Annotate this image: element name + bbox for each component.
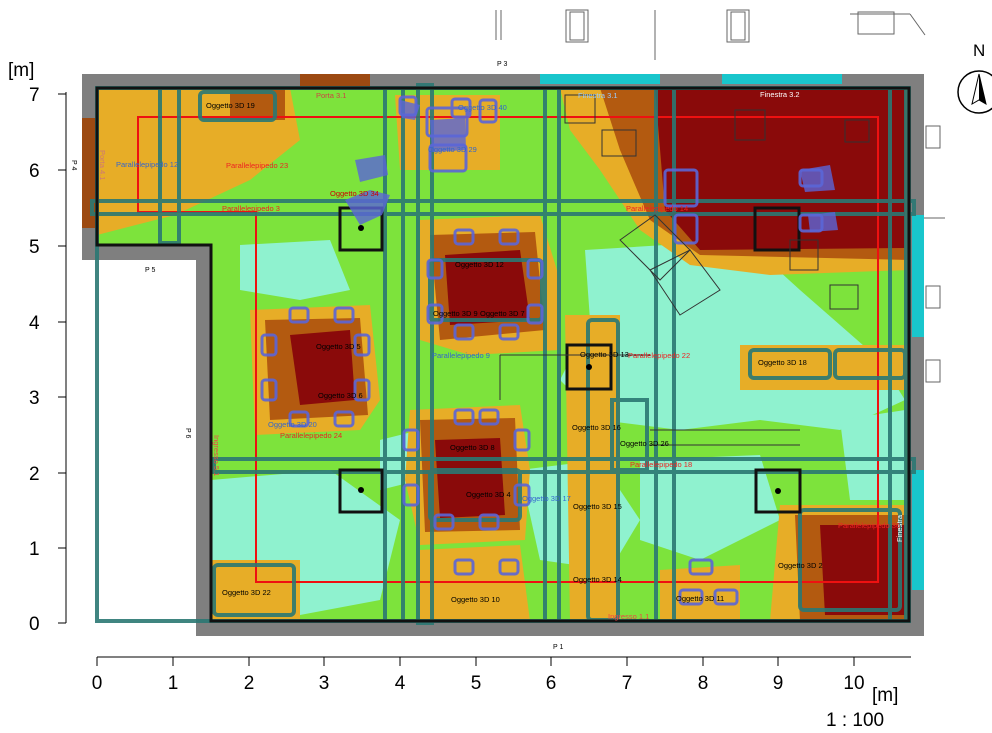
x-tick-label: 8 bbox=[698, 673, 709, 694]
x-tick-label: 1 bbox=[168, 673, 179, 694]
object-label: Oggetto 3D 13 bbox=[580, 350, 629, 359]
y-tick-label: 4 bbox=[29, 313, 40, 334]
opening-finestra-3-1: Finestra 3.1 bbox=[578, 91, 618, 100]
box-label: Parallelepipedo 24 bbox=[280, 431, 342, 440]
object-label: Oggetto 3D 34 bbox=[330, 189, 379, 198]
object-label: Oggetto 3D 4 bbox=[466, 490, 511, 499]
box-label: Parallelepipedo 22 bbox=[628, 351, 690, 360]
interior-sketch bbox=[499, 94, 870, 446]
y-tick-label: 0 bbox=[29, 614, 40, 635]
wall-label-p4: P 4 bbox=[70, 160, 77, 170]
opening-finestra-east: Finestra bbox=[895, 514, 904, 542]
x-tick-label: 5 bbox=[471, 673, 482, 694]
window-finestra-3-1 bbox=[540, 74, 660, 84]
y-axis: 7 6 5 4 3 2 1 0 [m] bbox=[8, 60, 67, 635]
y-tick-label: 2 bbox=[29, 464, 40, 485]
columns bbox=[338, 206, 802, 514]
room-outline bbox=[95, 86, 911, 623]
window-finestra-3-2 bbox=[722, 74, 842, 84]
object-label: Oggetto 3D 8 bbox=[450, 443, 495, 452]
y-axis-unit: [m] bbox=[8, 60, 34, 81]
x-tick-label: 3 bbox=[319, 673, 330, 694]
box-label: Parallelepipedo 18 bbox=[630, 460, 692, 469]
box-label: Parallelepipedo 3 bbox=[222, 204, 280, 213]
x-axis-unit: [m] bbox=[872, 685, 898, 706]
object-label: Oggetto 3D 22 bbox=[222, 588, 271, 597]
opening-porta-4-1: Porta 4.1 bbox=[98, 150, 107, 180]
object-label: Oggetto 3D 10 bbox=[451, 595, 500, 604]
object-label: Oggetto 3D 14 bbox=[573, 575, 622, 584]
box-label: Parallelepipedo 36 bbox=[838, 521, 900, 530]
object-label: Oggetto 3D 12 bbox=[455, 260, 504, 269]
object-label: Oggetto 3D 7 bbox=[480, 309, 525, 318]
opening-porta-3-1: Porta 3.1 bbox=[316, 91, 346, 100]
object-label: Oggetto 3D 19 bbox=[206, 101, 255, 110]
wall-label-p3: P 3 bbox=[497, 61, 507, 68]
door-porta-3-1 bbox=[300, 74, 370, 88]
y-tick-label: 3 bbox=[29, 388, 40, 409]
opening-finestra-3-2: Finestra 3.2 bbox=[760, 90, 800, 99]
object-label: Oggetto 3D 2 bbox=[778, 561, 823, 570]
scale-label: 1 : 100 bbox=[826, 710, 884, 731]
y-tick-label: 5 bbox=[29, 237, 40, 258]
object-label: Oggetto 3D 11 bbox=[676, 594, 724, 603]
wall-label-p6: P 6 bbox=[184, 428, 191, 438]
box-label: Parallelepipedo 12 bbox=[116, 160, 178, 169]
object-label: Oggetto 3D 16 bbox=[572, 423, 621, 432]
wall-label-p1: P 1 bbox=[553, 644, 563, 651]
window-east-1 bbox=[912, 215, 924, 337]
wall-label-p5: P 5 bbox=[145, 267, 155, 274]
object-label: Oggetto 3D 17 bbox=[522, 494, 571, 503]
x-axis: 0 1 2 3 4 5 6 7 8 9 10 [m] 1 : 100 bbox=[92, 656, 911, 731]
x-tick-label: 10 bbox=[843, 673, 864, 694]
x-tick-label: 6 bbox=[546, 673, 557, 694]
object-label: Oggetto 3D 29 bbox=[428, 145, 477, 154]
context-lines bbox=[495, 9, 945, 383]
box-label: Parallelepipedo 9 bbox=[432, 351, 490, 360]
x-tick-label: 2 bbox=[244, 673, 255, 694]
object-label: Oggetto 3D 40 bbox=[458, 103, 507, 112]
object-label: Oggetto 3D 6 bbox=[318, 391, 363, 400]
object-label: Oggetto 3D 18 bbox=[758, 358, 807, 367]
x-tick-label: 9 bbox=[773, 673, 784, 694]
x-tick-label: 0 bbox=[92, 673, 103, 694]
box-label: Parallelepipedo 23 bbox=[226, 161, 288, 170]
x-tick-label: 4 bbox=[395, 673, 406, 694]
y-tick-label: 7 bbox=[29, 85, 40, 106]
opening-ingresso-1-1: Ingresso 1.1 bbox=[608, 612, 649, 621]
y-tick-label: 1 bbox=[29, 539, 40, 560]
y-tick-label: 6 bbox=[29, 161, 40, 182]
opening-ingresso-5-1: Ingresso 5.1 bbox=[212, 435, 221, 476]
object-label: Oggetto 3D 5 bbox=[316, 342, 361, 351]
furniture-blobs bbox=[345, 100, 838, 232]
door-porta-4-1 bbox=[82, 118, 97, 228]
column-dots bbox=[358, 225, 781, 494]
object-label: Oggetto 3D 20 bbox=[268, 420, 317, 429]
compass-label: N bbox=[973, 41, 985, 60]
object-label: Oggetto 3D 15 bbox=[573, 502, 622, 511]
object-label: Oggetto 3D 26 bbox=[620, 439, 669, 448]
x-tick-label: 7 bbox=[622, 673, 633, 694]
box-label: Parallelepipedo 14 bbox=[626, 204, 688, 213]
north-compass-icon: N bbox=[957, 41, 992, 114]
window-east-2 bbox=[912, 470, 924, 590]
object-label: Oggetto 3D 9 bbox=[433, 309, 478, 318]
